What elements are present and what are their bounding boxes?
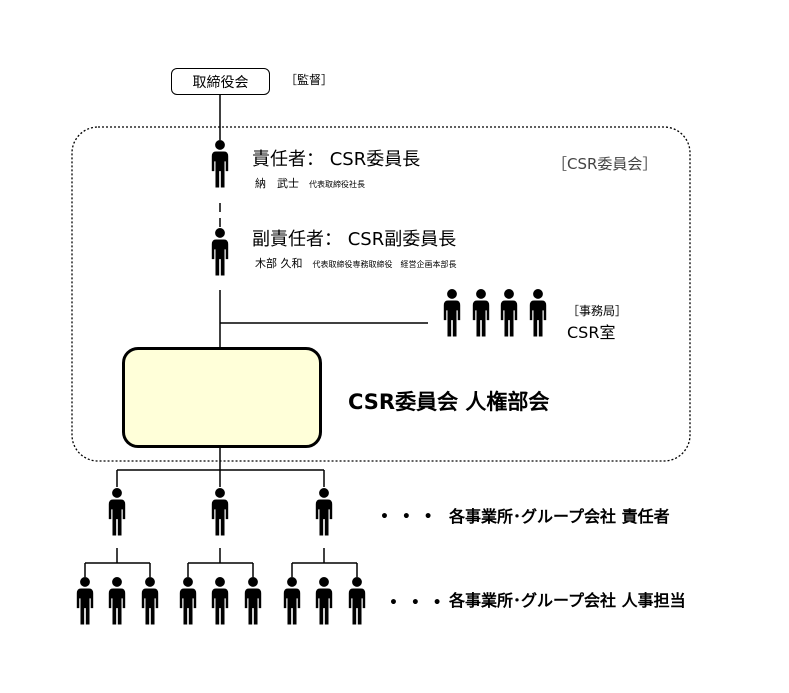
committee-frame-label: ［CSR委員会］ <box>552 155 658 173</box>
chair-title: 責任者： CSR委員長 <box>252 149 421 170</box>
vice-chair-position: 代表取締役専務取締役 経営企画本部長 <box>312 260 457 269</box>
tier1-label: 各事業所･グループ会社 責任者 <box>449 507 670 526</box>
vice-chair-title: 副責任者： CSR副委員長 <box>252 229 457 250</box>
chair-name: 納 武士 <box>255 177 299 190</box>
secretariat-bracket: ［事務局］ <box>567 304 628 318</box>
committee-boundary <box>71 126 691 462</box>
person-icon <box>76 577 94 625</box>
person-icon <box>348 577 366 625</box>
board-label: 取締役会 <box>192 74 249 91</box>
person-icon <box>315 577 333 625</box>
tier2-label: 各事業所･グループ会社 人事担当 <box>449 591 686 610</box>
tier1-ellipsis: • • • <box>380 509 437 525</box>
tier2-ellipsis: • • • <box>389 595 446 611</box>
person-icon <box>211 140 229 188</box>
person-icon <box>500 289 518 337</box>
person-icon <box>283 577 301 625</box>
subcommittee-label: CSR委員会 人権部会 <box>348 390 550 414</box>
person-icon <box>472 289 490 337</box>
person-icon <box>211 577 229 625</box>
person-icon <box>244 577 262 625</box>
person-icon <box>211 228 229 276</box>
person-icon <box>443 289 461 337</box>
vice-chair-name: 木部 久和 <box>255 257 303 270</box>
person-icon <box>141 577 159 625</box>
person-icon <box>529 289 547 337</box>
person-icon <box>179 577 197 625</box>
vice-chair-name-line: 木部 久和代表取締役専務取締役 経営企画本部長 <box>255 258 457 269</box>
chair-name-line: 納 武士 代表取締役社長 <box>255 178 365 189</box>
person-icon <box>108 577 126 625</box>
chair-position: 代表取締役社長 <box>309 180 365 189</box>
board-note: ［監督］ <box>285 73 334 87</box>
subcommittee-box <box>122 347 322 448</box>
person-icon <box>315 488 333 536</box>
secretariat-name: CSR室 <box>567 323 616 342</box>
person-icon <box>108 488 126 536</box>
board-of-directors-box: 取締役会 <box>171 68 270 95</box>
person-icon <box>211 488 229 536</box>
